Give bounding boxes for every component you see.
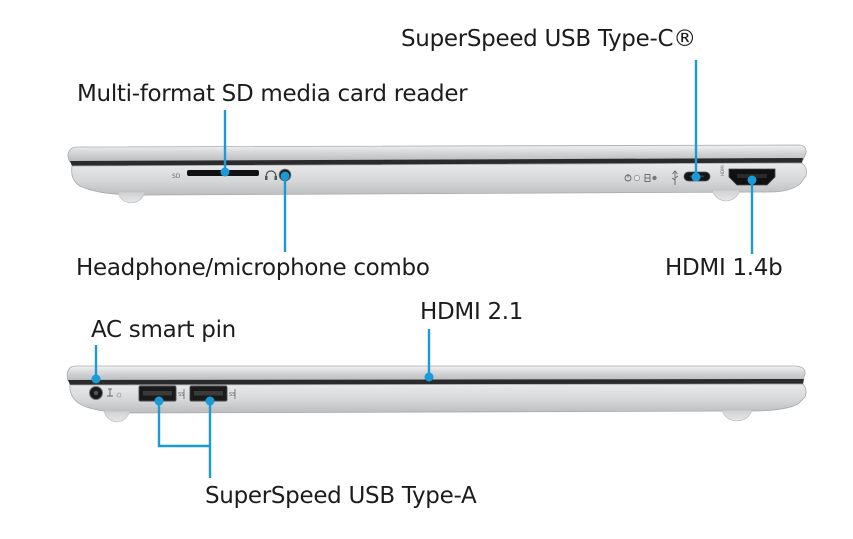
- laptop-foot-right: [711, 189, 741, 202]
- svg-text:SS: SS: [178, 392, 184, 398]
- laptop-lid: [67, 144, 807, 163]
- callout-bracket-usb-a: [154, 396, 215, 478]
- power-icon: [624, 174, 632, 182]
- callout-dot-headphone: [280, 171, 290, 181]
- laptop-lid: [66, 365, 806, 382]
- laptop-base: [69, 383, 807, 414]
- label-sd-reader: Multi-format SD media card reader: [77, 81, 468, 107]
- laptop-hinge-gap: [70, 158, 803, 166]
- label-usb-c: SuperSpeed USB Type-C®: [401, 26, 696, 52]
- label-usb-a: SuperSpeed USB Type-A: [205, 483, 477, 509]
- callout-dot-hdmi-21: [424, 372, 434, 382]
- charge-led: [116, 392, 122, 398]
- usb-icon: [671, 170, 679, 185]
- headphone-icon: [265, 170, 277, 180]
- callout-dot-sd: [220, 167, 230, 177]
- laptop-left-side: SD HDMI: [67, 144, 807, 204]
- callout-dot-ac-pin: [91, 374, 101, 384]
- hdmi-engraving: HDMI: [720, 165, 725, 176]
- label-headphone: Headphone/microphone combo: [76, 255, 430, 281]
- label-ac-pin: AC smart pin: [91, 317, 236, 343]
- laptop-foot-left: [117, 191, 146, 204]
- ss-usb-icon: SS: [178, 389, 185, 399]
- ss-usb-icon: SS: [229, 389, 236, 399]
- laptop-right-side: SS SS: [66, 365, 807, 423]
- storage-icon: [644, 174, 657, 182]
- laptop-foot-left: [103, 410, 131, 423]
- charge-icon: [107, 388, 113, 397]
- label-hdmi-21: HDMI 2.1: [420, 299, 524, 325]
- callout-dot-hdmi-14b: [747, 175, 757, 185]
- callout-dot-usb-c: [691, 172, 701, 182]
- label-hdmi-14b: HDMI 1.4b: [665, 255, 783, 281]
- sd-engraving: SD: [172, 173, 181, 180]
- svg-text:SS: SS: [229, 392, 235, 398]
- laptop-hinge-gap: [68, 379, 804, 385]
- status-led: [634, 175, 640, 181]
- callouts: [91, 60, 757, 478]
- laptop-foot-right: [721, 409, 753, 422]
